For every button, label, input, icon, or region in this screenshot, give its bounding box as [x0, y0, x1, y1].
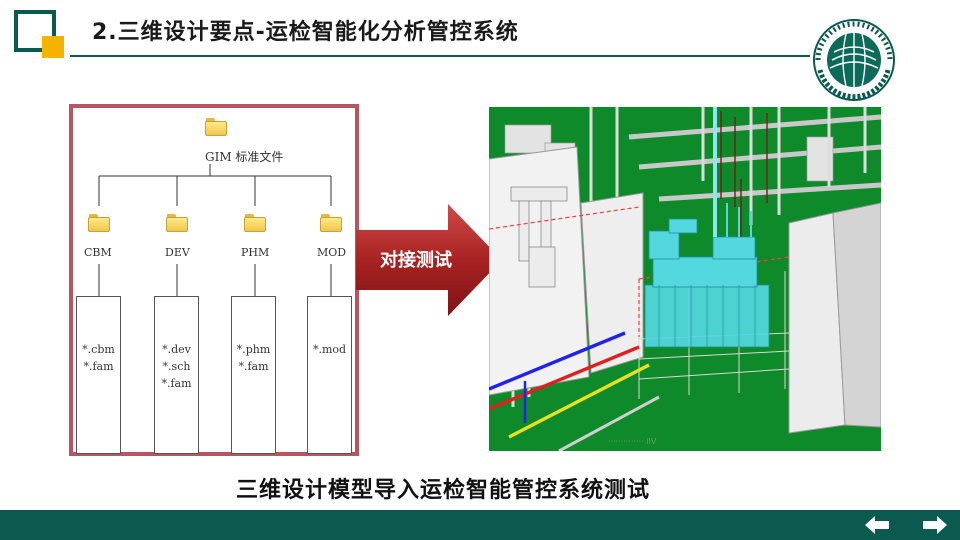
folder-icon [244, 214, 266, 232]
folder-icon [88, 214, 110, 232]
file-box-cbm: *.cbm *.fam [76, 296, 121, 454]
slide-caption: 三维设计模型导入运检智能管控系统测试 [235, 478, 650, 503]
title-divider [70, 55, 810, 57]
file-name: *.sch [162, 360, 191, 373]
logo-square [14, 10, 56, 52]
folder-label-mod: MOD [317, 246, 347, 259]
company-emblem-icon [813, 19, 895, 101]
folder-label-phm: PHM [241, 246, 270, 259]
file-name: *.fam [83, 360, 114, 373]
file-box-dev: *.dev *.sch *.fam [154, 296, 199, 454]
folder-icon [320, 214, 342, 232]
arrow-label: 对接测试 [380, 250, 452, 271]
logo-accent-square [42, 36, 64, 58]
folder-label-dev: DEV [165, 246, 190, 259]
file-name: *.fam [238, 360, 269, 373]
file-name: *.phm [236, 343, 271, 356]
file-name: *.mod [312, 343, 347, 356]
footer-bar [0, 510, 960, 540]
view-status-text: ·············· IIV [608, 437, 657, 446]
file-name: *.fam [161, 377, 192, 390]
docking-test-arrow [356, 204, 502, 316]
folder-icon [205, 118, 227, 136]
file-box-mod: *.mod [307, 296, 352, 454]
arrow-right-icon[interactable] [922, 515, 948, 535]
file-box-phm: *.phm *.fam [231, 296, 276, 454]
gim-root-label: GIM 标准文件 [205, 150, 284, 164]
substation-3d-view [489, 107, 881, 451]
gim-hierarchy-panel: GIM 标准文件 CBM DEV PHM MOD *.cbm *.fam *.d… [69, 104, 359, 456]
file-name: *.dev [162, 343, 191, 356]
arrow-left-icon[interactable] [864, 515, 890, 535]
folder-icon [166, 214, 188, 232]
tree-connectors [98, 164, 332, 296]
file-name: *.cbm [82, 343, 115, 356]
folder-label-cbm: CBM [84, 246, 112, 259]
slide-title: 2.三维设计要点-运检智能化分析管控系统 [92, 20, 519, 45]
